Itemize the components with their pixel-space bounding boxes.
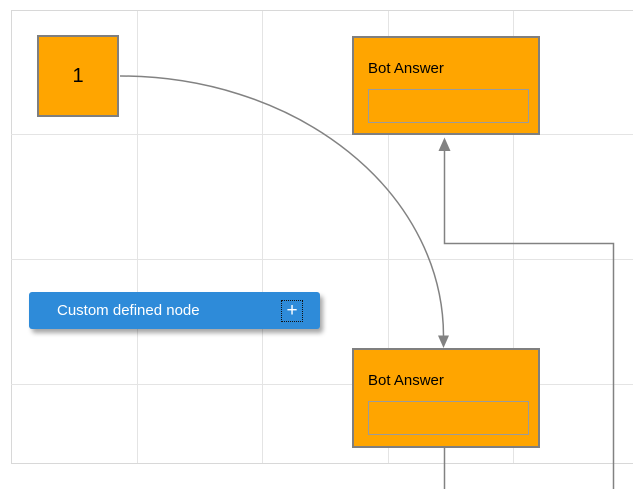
node-title: Bot Answer bbox=[368, 372, 444, 389]
plus-icon[interactable]: + bbox=[281, 299, 303, 322]
node-custom-defined[interactable]: Custom defined node + bbox=[29, 292, 320, 329]
node-start[interactable]: 1 bbox=[37, 35, 119, 117]
plus-icon-glyph: + bbox=[286, 300, 298, 321]
connector-curve-path[interactable] bbox=[119, 75, 445, 336]
arrowhead-down bbox=[438, 335, 449, 348]
custom-node-label: Custom defined node bbox=[57, 302, 200, 319]
connector-orthogonal-path[interactable] bbox=[443, 151, 615, 489]
node-title: Bot Answer bbox=[368, 60, 444, 77]
node-start-label: 1 bbox=[72, 64, 84, 87]
answer-field[interactable] bbox=[368, 89, 529, 123]
node-bot-answer-bottom[interactable]: Bot Answer bbox=[352, 348, 540, 448]
connector-curve[interactable] bbox=[119, 75, 449, 348]
arrowhead-up bbox=[438, 137, 451, 151]
node-bot-answer-top[interactable]: Bot Answer bbox=[352, 36, 540, 135]
answer-field[interactable] bbox=[368, 401, 529, 435]
connector-orthogonal[interactable] bbox=[438, 137, 615, 489]
